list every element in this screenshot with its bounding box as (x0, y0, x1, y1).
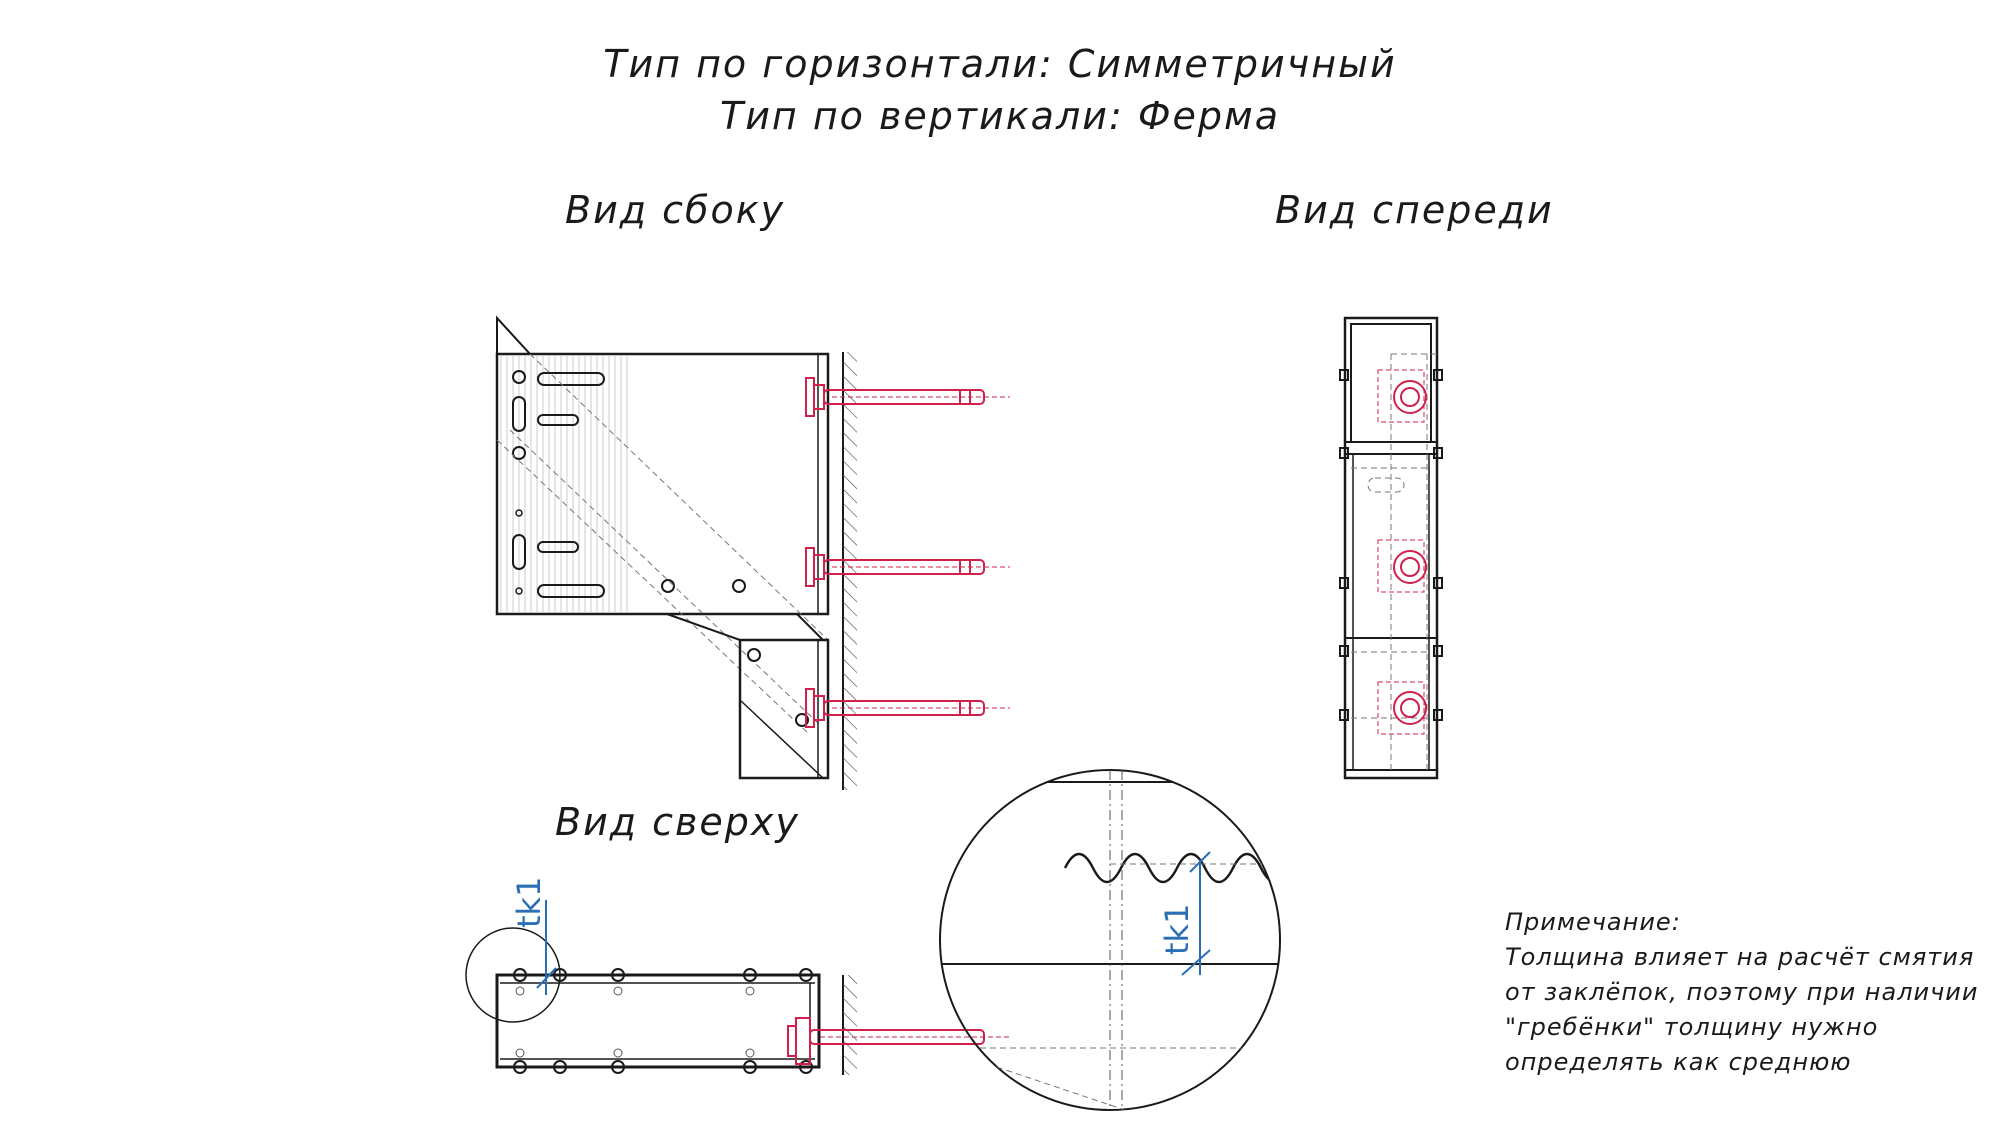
title-horizontal-type: Тип по горизонтали: Симметричный (603, 42, 1397, 86)
detail-dimension-tick (1181, 949, 1211, 976)
top-view-drawing: tk1 (465, 877, 1010, 1075)
slot (537, 584, 605, 598)
bracket-lower-body (738, 638, 830, 780)
front-anchor-middle (1377, 539, 1427, 593)
anchor-bottom (805, 688, 1010, 728)
wall-hatch (843, 352, 857, 790)
dimension-label-tk1: tk1 (510, 877, 548, 928)
slot (512, 534, 526, 570)
top-anchor (787, 1017, 1010, 1065)
hole (512, 370, 526, 384)
front-anchor-bottom (1377, 681, 1427, 735)
strut-hidden-line (509, 429, 821, 726)
anchor-top (805, 377, 1010, 417)
title-vertical-type: Тип по вертикали: Ферма (719, 94, 1280, 138)
note-line-3: "гребёнки" толщину нужно (1505, 1013, 1879, 1041)
note-heading: Примечание: (1505, 908, 1681, 936)
strut-hidden-line (529, 353, 829, 641)
strut-edge (739, 699, 824, 779)
label-side-view: Вид сбоку (565, 188, 786, 232)
bracket-ribbing (499, 356, 629, 612)
note-line-1: Толщина влияет на расчёт смятия (1505, 943, 1975, 971)
slot (537, 541, 579, 553)
front-anchor-top (1377, 369, 1427, 423)
hole (515, 509, 523, 517)
bracket-flange (496, 315, 531, 355)
slot (537, 414, 579, 426)
dimension-tick (536, 967, 557, 989)
strut-edge (796, 613, 824, 641)
hidden-slot (1367, 477, 1405, 493)
slot (537, 372, 605, 386)
detail-callout-circle (465, 927, 561, 1023)
hole (515, 587, 523, 595)
rivet (795, 713, 809, 727)
rivet (661, 579, 675, 593)
label-top-view: Вид сверху (555, 800, 800, 844)
top-bracket-body (495, 973, 821, 1069)
front-outer-frame (1343, 316, 1439, 780)
label-front-view: Вид спереди (1275, 188, 1554, 232)
hole (512, 446, 526, 460)
detail-dimension-tick (1189, 851, 1211, 873)
strut-edge (666, 613, 741, 641)
note-line-4: определять как среднюю (1505, 1048, 1852, 1076)
wall-hatch-top (843, 975, 857, 1075)
note-line-2: от заклёпок, поэтому при наличии (1505, 978, 1979, 1006)
rivet (747, 648, 761, 662)
side-view-drawing (495, 315, 1010, 790)
detail-view: tk1 (939, 769, 1281, 1111)
front-view-drawing (1339, 316, 1443, 780)
detail-dimension-label-tk1: tk1 (1158, 904, 1196, 955)
rivet (732, 579, 746, 593)
front-rivets (1339, 369, 1443, 721)
bracket-upper-body (495, 352, 830, 616)
comb-profile (1063, 852, 1280, 884)
anchor-middle (805, 547, 1010, 587)
strut-hidden-line (496, 439, 811, 736)
note-block: Примечание: Толщина влияет на расчёт смя… (1505, 905, 1979, 1080)
slot (512, 396, 526, 432)
